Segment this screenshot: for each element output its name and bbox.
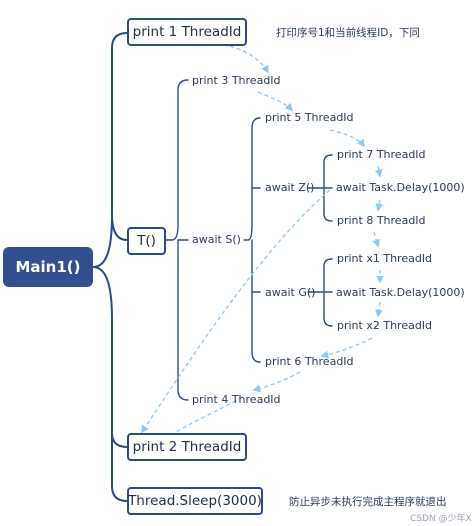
tree-lines bbox=[92, 32, 128, 502]
t-call-node[interactable]: T() bbox=[127, 227, 166, 255]
print8-label: print 8 ThreadId bbox=[337, 214, 426, 227]
printx1-label: print x1 ThreadId bbox=[337, 252, 433, 265]
print1-note: 打印序号1和当前线程ID，下同 bbox=[276, 27, 420, 39]
thread-sleep-node[interactable]: Thread.Sleep(3000) bbox=[127, 487, 263, 515]
await-s-label: await S() bbox=[192, 233, 241, 246]
csdn-watermark: CSDN @少年X bbox=[410, 514, 472, 524]
thread-sleep-note: 防止异步未执行完成主程序就退出 bbox=[289, 496, 447, 508]
z-delay-label: await Task.Delay(1000) bbox=[336, 181, 465, 194]
print5-label: print 5 ThreadId bbox=[265, 111, 354, 124]
print7-label: print 7 ThreadId bbox=[337, 148, 426, 161]
main1-root-node[interactable]: Main1() bbox=[3, 247, 93, 287]
print2-node[interactable]: print 2 ThreadId bbox=[127, 433, 247, 461]
tree-lines-minor bbox=[165, 79, 333, 401]
flow-arrows bbox=[141, 45, 384, 434]
await-g-label: await G() bbox=[265, 286, 316, 299]
print4-label: print 4 ThreadId bbox=[192, 393, 281, 406]
printx2-label: print x2 ThreadId bbox=[337, 319, 433, 332]
print1-node[interactable]: print 1 ThreadId bbox=[127, 18, 247, 46]
print3-label: print 3 ThreadId bbox=[192, 74, 281, 87]
await-z-label: await Z() bbox=[265, 181, 315, 194]
print6-label: print 6 ThreadId bbox=[265, 355, 354, 368]
g-delay-label: await Task.Delay(1000) bbox=[336, 286, 465, 299]
